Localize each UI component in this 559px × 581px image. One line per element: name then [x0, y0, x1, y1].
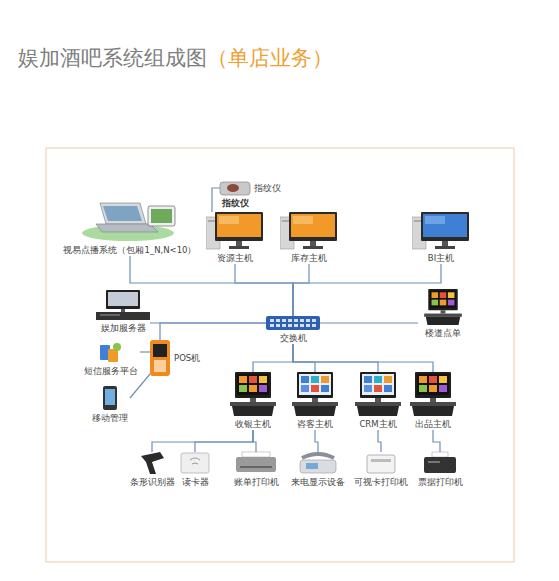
device-node: 视易点播系统（包厢1_N,N<10）	[61, 200, 199, 256]
device-node: POS机	[150, 340, 203, 376]
device-label: 账单打印机	[232, 477, 281, 487]
network-cable	[293, 344, 378, 372]
device-node: 楼道点单	[418, 289, 468, 339]
device-node: 移动管理	[90, 386, 130, 424]
device-label: 来电显示设备	[289, 477, 347, 487]
device-node: 资源主机	[206, 212, 264, 264]
device-node: 收银主机	[230, 372, 276, 430]
device-label: 读卡器	[180, 477, 211, 487]
device-node: CRM主机	[355, 372, 401, 430]
network-cable	[130, 374, 150, 398]
network-cable	[378, 430, 381, 452]
device-node: BI主机	[412, 212, 470, 264]
network-cable	[212, 188, 220, 212]
device-label: 咨客主机	[292, 419, 338, 429]
device-node: 读卡器	[180, 452, 211, 488]
network-cable	[293, 264, 309, 316]
device-label: 收银主机	[230, 419, 276, 429]
network-cable	[293, 344, 433, 372]
device-label: 条形识别器	[128, 477, 177, 487]
device-label: 库存主机	[280, 253, 338, 263]
device-label: CRM主机	[355, 419, 401, 429]
device-node: 来电显示设备	[289, 452, 347, 488]
device-label: 楼道点单	[418, 328, 468, 338]
device-label: POS机	[174, 353, 203, 363]
device-label: 票据打印机	[416, 477, 465, 487]
network-cable	[140, 351, 150, 352]
device-label: 资源主机	[206, 253, 264, 263]
network-cable	[315, 430, 318, 452]
title-bar: 娱加酒吧系统组成图（单店业务）	[18, 44, 333, 72]
device-node: 账单打印机	[232, 452, 281, 488]
network-cable	[130, 256, 293, 316]
network-cable	[320, 322, 418, 323]
network-cable	[253, 344, 293, 372]
device-tag: 指纹仪	[222, 198, 249, 209]
diagram-title: 娱加酒吧系统组成图	[18, 44, 207, 72]
device-node: 交换机	[266, 316, 320, 344]
device-node: 可视卡打印机	[352, 452, 410, 488]
device-label: 可视卡打印机	[352, 477, 410, 487]
device-label: 指纹仪	[254, 183, 283, 193]
network-cable	[253, 430, 256, 452]
device-node: 票据打印机	[416, 452, 465, 488]
device-label: 出品主机	[410, 419, 456, 429]
device-label: 移动管理	[90, 413, 130, 423]
device-label: BI主机	[412, 253, 470, 263]
device-label: 娱加服务器	[96, 323, 150, 333]
network-cable	[293, 344, 315, 372]
device-node: 条形识别器	[128, 452, 177, 488]
network-cable	[433, 430, 440, 452]
device-label: 交换机	[266, 333, 320, 343]
device-node: 短信服务平台	[82, 343, 140, 377]
subtitle-label: （单店业务）	[207, 44, 333, 72]
device-node: 出品主机	[410, 372, 456, 430]
network-cable	[152, 430, 253, 452]
network-cable	[160, 323, 266, 340]
network-cable	[195, 430, 253, 452]
network-cable	[293, 264, 441, 316]
device-label: 短信服务平台	[82, 366, 140, 376]
device-node: 指纹仪	[220, 180, 283, 196]
device-node: 库存主机	[280, 212, 338, 264]
device-node: 咨客主机	[292, 372, 338, 430]
device-node: 娱加服务器	[96, 290, 150, 334]
network-cable	[235, 264, 293, 316]
device-label: 视易点播系统（包厢1_N,N<10）	[61, 245, 199, 255]
